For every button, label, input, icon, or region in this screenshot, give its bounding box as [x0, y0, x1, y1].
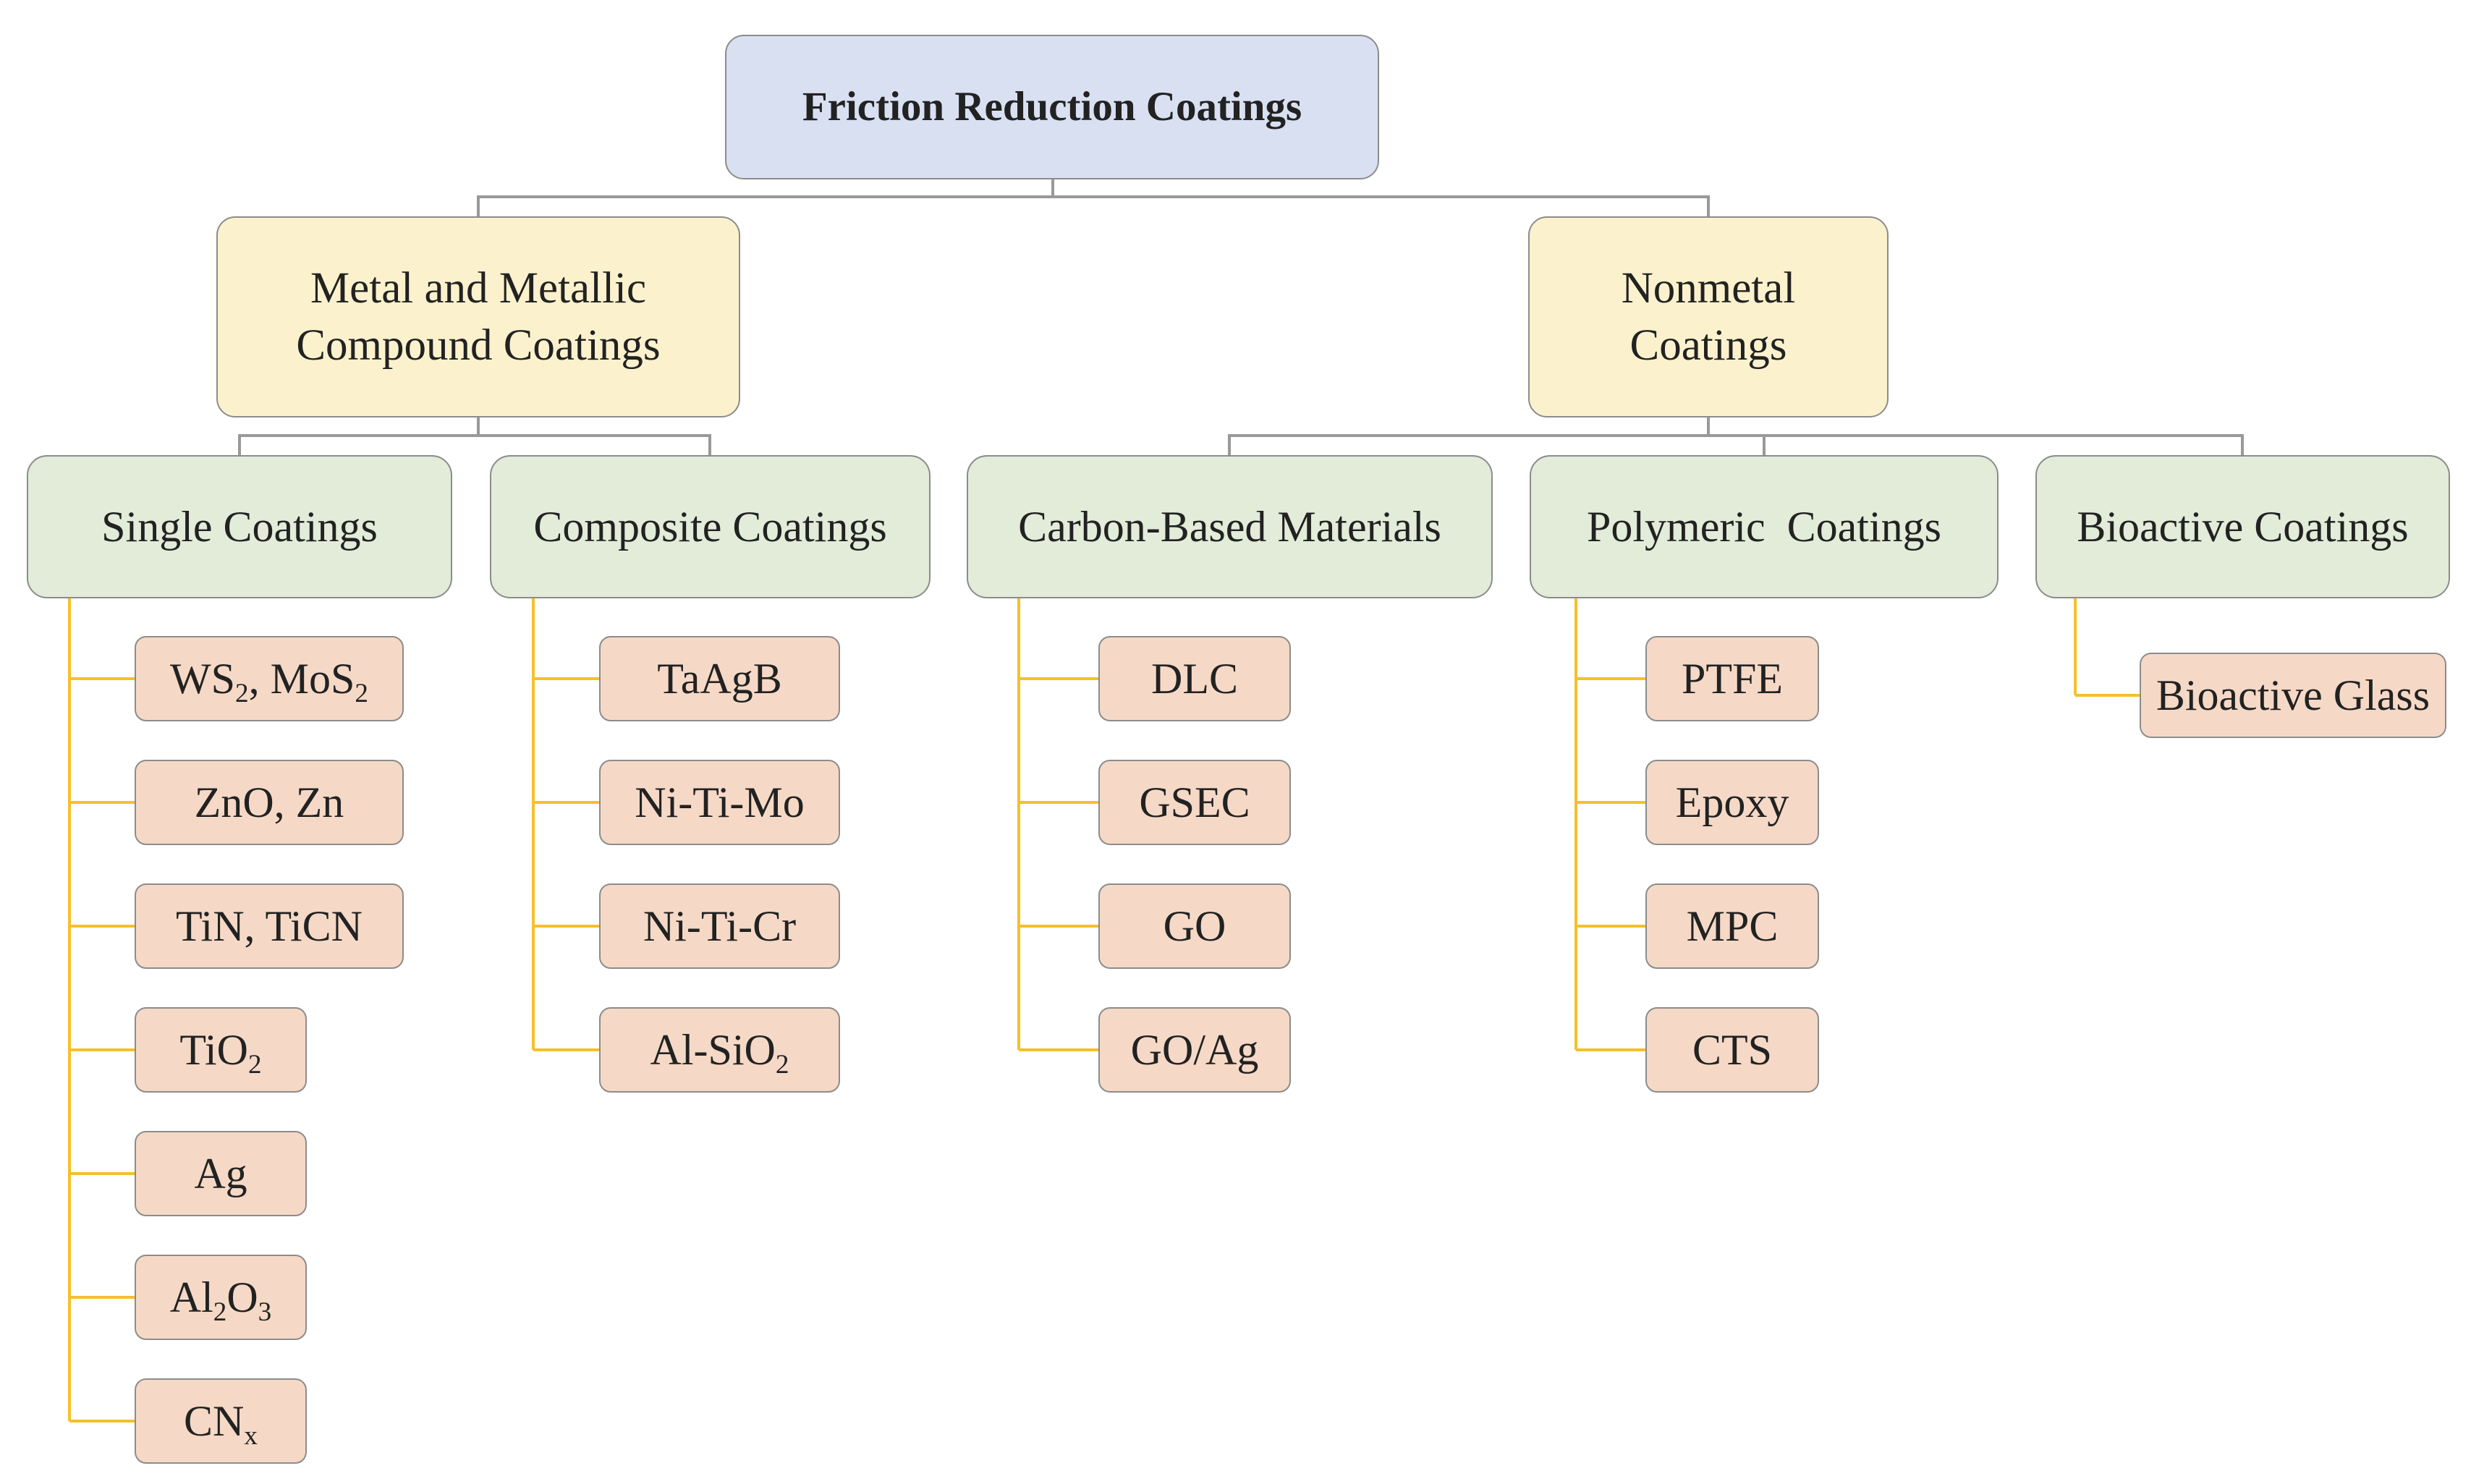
leaf-label: Ag: [194, 1150, 247, 1197]
leaf-node: Ag: [135, 1131, 307, 1216]
leaf-label: Bioactive Glass: [2156, 671, 2430, 719]
leaf-node: TaAgB: [599, 636, 840, 721]
leaf-label: GSEC: [1139, 779, 1250, 826]
root-node: Friction Reduction Coatings: [725, 35, 1379, 179]
leaf-node: GO: [1098, 883, 1291, 969]
leaf-label: Al-SiO2: [650, 1026, 789, 1080]
leaf-node: ZnO, Zn: [135, 760, 404, 845]
subcategory-label: Polymeric Coatings: [1587, 503, 1941, 551]
leaf-label: TaAgB: [657, 655, 782, 703]
leaf-label: DLC: [1151, 655, 1238, 703]
leaf-node: TiO2: [135, 1007, 307, 1093]
leaf-node: GSEC: [1098, 760, 1291, 845]
subcategory-carbon-based-materials: Carbon-Based Materials: [967, 455, 1493, 598]
root-label: Friction Reduction Coatings: [802, 83, 1302, 130]
leaf-label: TiO2: [179, 1026, 262, 1080]
leaf-node: DLC: [1098, 636, 1291, 721]
root-branch-line: [477, 195, 1710, 216]
subcategory-label: Bioactive Coatings: [2077, 503, 2409, 551]
subcategory-label: Carbon-Based Materials: [1018, 503, 1441, 551]
leaf-node: Al2O3: [135, 1255, 307, 1340]
group-branch-line: [238, 434, 711, 455]
group-label-line: Metal and Metallic: [310, 263, 647, 313]
leaf-node: TiN, TiCN: [135, 883, 404, 969]
subcategory-polymeric-coatings: Polymeric Coatings: [1530, 455, 1999, 598]
subcategory-single-coatings: Single Coatings: [27, 455, 452, 598]
leaf-label: GO: [1163, 902, 1226, 950]
leaf-label: WS2, MoS2: [170, 655, 368, 708]
group-node-nonmetal: Nonmetal Coatings: [1528, 216, 1889, 417]
leaf-label: Al2O3: [169, 1273, 272, 1327]
leaf-label: Ni-Ti-Cr: [643, 902, 797, 950]
leaf-node: MPC: [1645, 883, 1819, 969]
leaf-node: PTFE: [1645, 636, 1819, 721]
leaf-node: Epoxy: [1645, 760, 1819, 845]
leaf-node: GO/Ag: [1098, 1007, 1291, 1093]
subcategory-label: Single Coatings: [101, 503, 378, 551]
leaf-label: PTFE: [1681, 655, 1784, 703]
leaf-label: GO/Ag: [1130, 1026, 1259, 1074]
leaf-node: Al-SiO2: [599, 1007, 840, 1093]
leaf-node: CNx: [135, 1378, 307, 1464]
leaf-label: ZnO, Zn: [194, 779, 344, 826]
group-node-metal: Metal and Metallic Compound Coatings: [216, 216, 740, 417]
group-label-line: Coatings: [1629, 321, 1787, 370]
leaf-label: TiN, TiCN: [175, 902, 363, 950]
leaf-label: CNx: [184, 1397, 258, 1451]
leaf-node: Ni-Ti-Mo: [599, 760, 840, 845]
leaf-node: WS2, MoS2: [135, 636, 404, 721]
leaf-node: Ni-Ti-Cr: [599, 883, 840, 969]
subcategory-label: Composite Coatings: [533, 503, 887, 551]
leaf-node: CTS: [1645, 1007, 1819, 1093]
leaf-node: Bioactive Glass: [2140, 653, 2446, 738]
leaf-label: Ni-Ti-Mo: [635, 779, 805, 826]
leaf-label: CTS: [1692, 1026, 1773, 1074]
group-label-line: Nonmetal: [1621, 263, 1796, 313]
leaf-label: MPC: [1686, 902, 1779, 950]
subcategory-composite-coatings: Composite Coatings: [490, 455, 931, 598]
group-label-line: Compound Coatings: [296, 321, 661, 370]
group-branch-line: [1228, 434, 2244, 455]
leaf-label: Epoxy: [1675, 779, 1789, 826]
subcategory-bioactive-coatings: Bioactive Coatings: [2035, 455, 2450, 598]
